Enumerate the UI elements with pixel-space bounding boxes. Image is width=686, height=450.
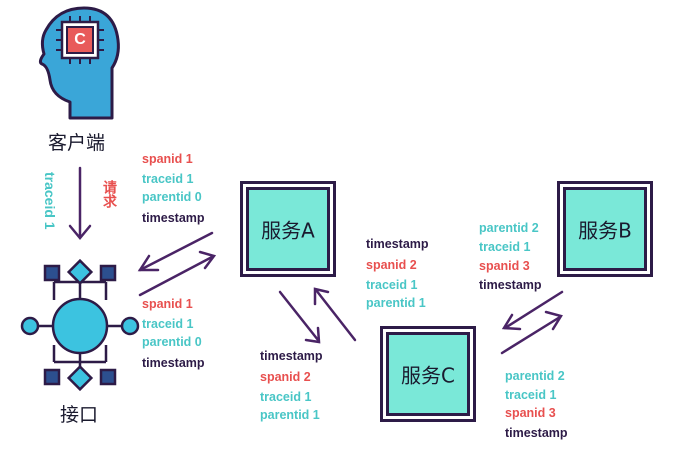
g2-timestamp: timestamp bbox=[142, 356, 205, 370]
g2-parentid: parentid 0 bbox=[142, 335, 202, 349]
arrow-c-to-a bbox=[313, 287, 357, 342]
request-traceid: traceid 1 bbox=[42, 172, 58, 230]
arrow-a-to-c bbox=[278, 290, 321, 344]
g5-spanid: spanid 3 bbox=[479, 259, 530, 273]
g4-timestamp: timestamp bbox=[260, 349, 323, 363]
service-a-label: 服务A bbox=[261, 218, 315, 243]
g4-spanid: spanid 2 bbox=[260, 370, 311, 384]
g1-traceid: traceid 1 bbox=[142, 172, 194, 186]
g3-traceid: traceid 1 bbox=[366, 278, 418, 292]
g5-timestamp: timestamp bbox=[479, 278, 542, 292]
g6-traceid: traceid 1 bbox=[505, 388, 557, 402]
g1-spanid: spanid 1 bbox=[142, 152, 193, 166]
arrow-a-to-gateway bbox=[138, 250, 217, 297]
g5-traceid: traceid 1 bbox=[479, 240, 531, 254]
client-head-icon bbox=[38, 6, 120, 120]
arrow-gateway-to-a bbox=[137, 231, 214, 272]
service-b-box: 服务B bbox=[563, 187, 647, 271]
service-a-box: 服务A bbox=[246, 187, 330, 271]
g4-traceid: traceid 1 bbox=[260, 390, 312, 404]
g5-parentid: parentid 2 bbox=[479, 221, 539, 235]
client-chip-letter: C bbox=[74, 31, 86, 48]
g1-timestamp: timestamp bbox=[142, 211, 205, 225]
g4-parentid: parentid 1 bbox=[260, 408, 320, 422]
request-label: 请求 bbox=[102, 180, 118, 208]
g3-timestamp: timestamp bbox=[366, 237, 429, 251]
arrow-c-to-b bbox=[500, 310, 563, 355]
g2-traceid: traceid 1 bbox=[142, 317, 194, 331]
service-c-label: 服务C bbox=[401, 363, 455, 388]
service-b-label: 服务B bbox=[578, 218, 632, 243]
service-c-box: 服务C bbox=[386, 332, 470, 416]
g6-timestamp: timestamp bbox=[505, 426, 568, 440]
g6-spanid: spanid 3 bbox=[505, 406, 556, 420]
arrow-b-to-c bbox=[501, 290, 564, 331]
request-arrow bbox=[68, 166, 92, 240]
client-label: 客户端 bbox=[48, 132, 106, 154]
gateway-hub-icon bbox=[20, 258, 140, 392]
g1-parentid: parentid 0 bbox=[142, 190, 202, 204]
g3-parentid: parentid 1 bbox=[366, 296, 426, 310]
gateway-label: 接口 bbox=[60, 404, 99, 426]
g6-parentid: parentid 2 bbox=[505, 369, 565, 383]
g2-spanid: spanid 1 bbox=[142, 297, 193, 311]
g3-spanid: spanid 2 bbox=[366, 258, 417, 272]
